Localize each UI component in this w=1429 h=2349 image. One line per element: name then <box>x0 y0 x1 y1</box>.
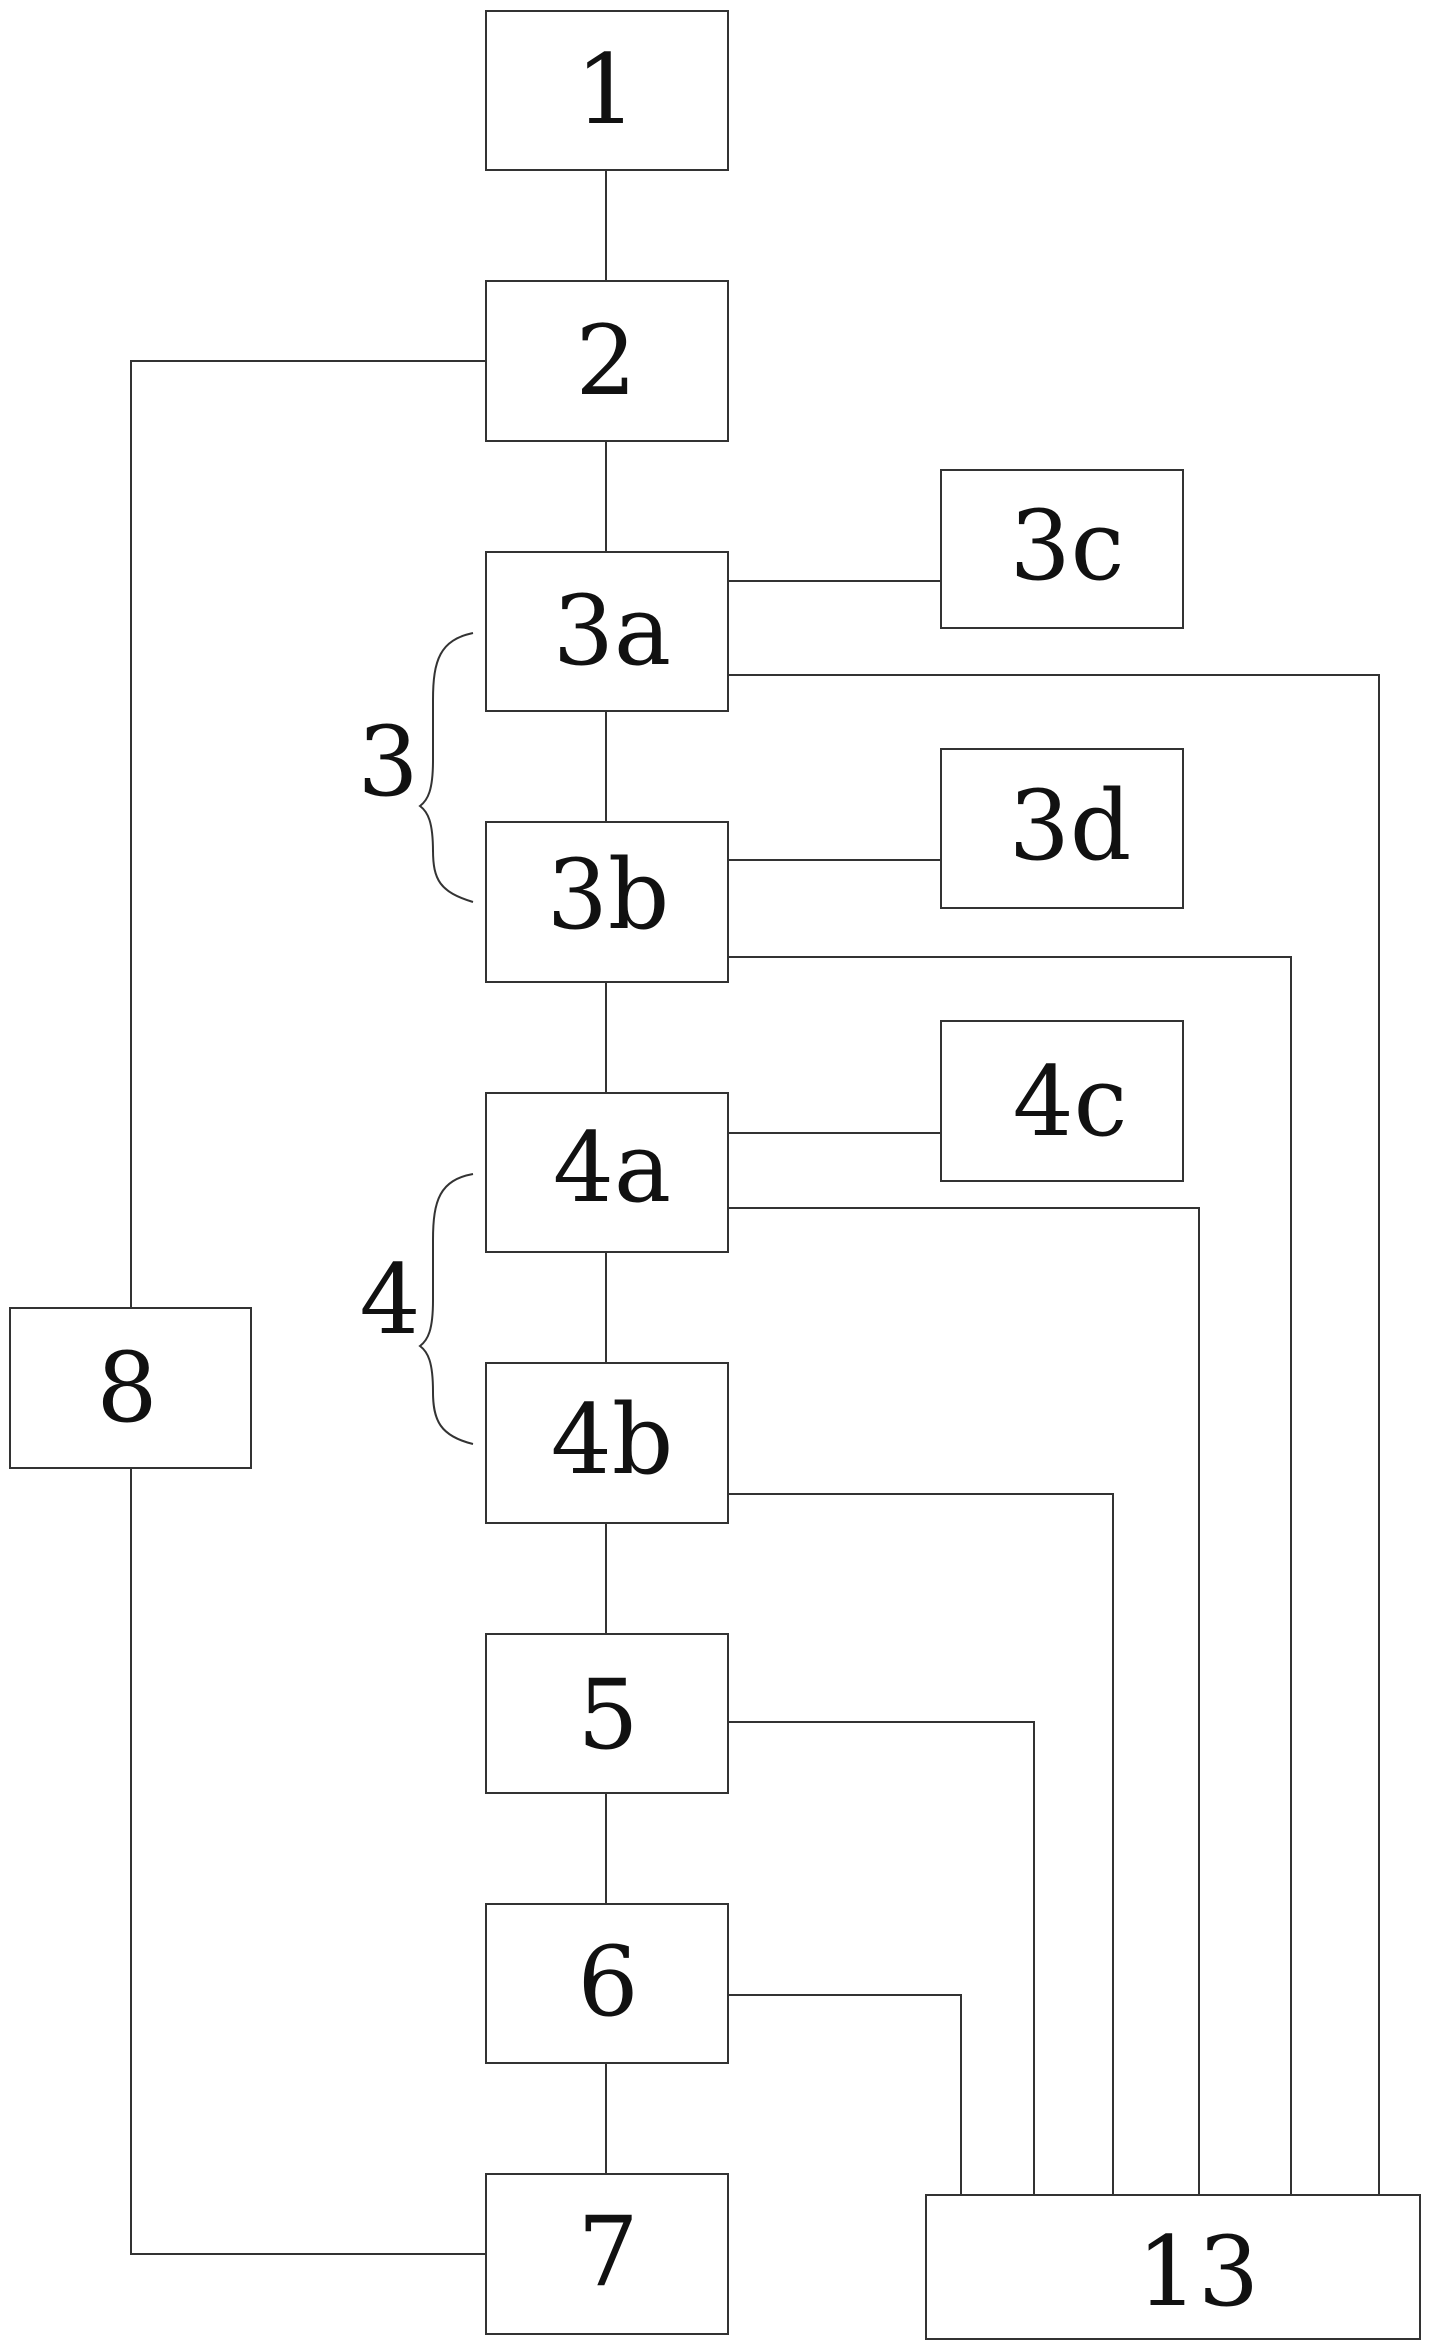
block-4b-label: 4b <box>551 1384 674 1496</box>
connector-8-7 <box>130 1468 486 2255</box>
feedback-connectors <box>130 360 486 2255</box>
block-3c-label: 3c <box>1010 490 1125 602</box>
connector-3a-13 <box>728 674 1380 2195</box>
block-6-label: 6 <box>577 1926 638 2038</box>
block-2: 2 <box>485 280 729 442</box>
block-6: 6 <box>485 1903 729 2064</box>
block-3d-label: 3d <box>1009 770 1132 882</box>
brace-group-3 <box>418 632 474 903</box>
block-13: 13 <box>925 2194 1421 2340</box>
bus-connectors <box>728 674 1380 2195</box>
brace-group-4 <box>418 1173 474 1445</box>
block-5-label: 5 <box>577 1659 638 1771</box>
group-label-4: 4 <box>359 1244 420 1356</box>
connector-6-13 <box>728 1994 962 2195</box>
block-4b: 4b <box>485 1362 729 1524</box>
block-8-label: 8 <box>96 1332 157 1444</box>
side-connectors <box>728 580 941 1134</box>
block-3b: 3b <box>485 821 729 983</box>
connector-2-8 <box>130 360 486 1308</box>
block-3d: 3d <box>940 748 1184 909</box>
block-1-label: 1 <box>575 34 636 146</box>
connector-5-13 <box>728 1721 1035 2195</box>
block-3b-label: 3b <box>547 839 670 951</box>
block-3c: 3c <box>940 469 1184 629</box>
connector-4a-13 <box>728 1207 1200 2195</box>
block-7-label: 7 <box>577 2196 638 2308</box>
block-13-label: 13 <box>1137 2216 1259 2328</box>
connector-3b-13 <box>728 956 1292 2195</box>
block-4c: 4c <box>940 1020 1184 1182</box>
block-5: 5 <box>485 1633 729 1794</box>
block-3a-label: 3a <box>553 575 671 687</box>
block-3a: 3a <box>485 551 729 712</box>
block-4a: 4a <box>485 1092 729 1253</box>
block-8: 8 <box>9 1307 252 1469</box>
block-1: 1 <box>485 10 729 171</box>
block-4a-label: 4a <box>553 1112 671 1224</box>
connector-4b-13 <box>728 1493 1114 2195</box>
group-label-3: 3 <box>357 706 418 818</box>
block-7: 7 <box>485 2173 729 2335</box>
block-2-label: 2 <box>575 305 636 417</box>
block-4c-label: 4c <box>1013 1046 1128 1158</box>
